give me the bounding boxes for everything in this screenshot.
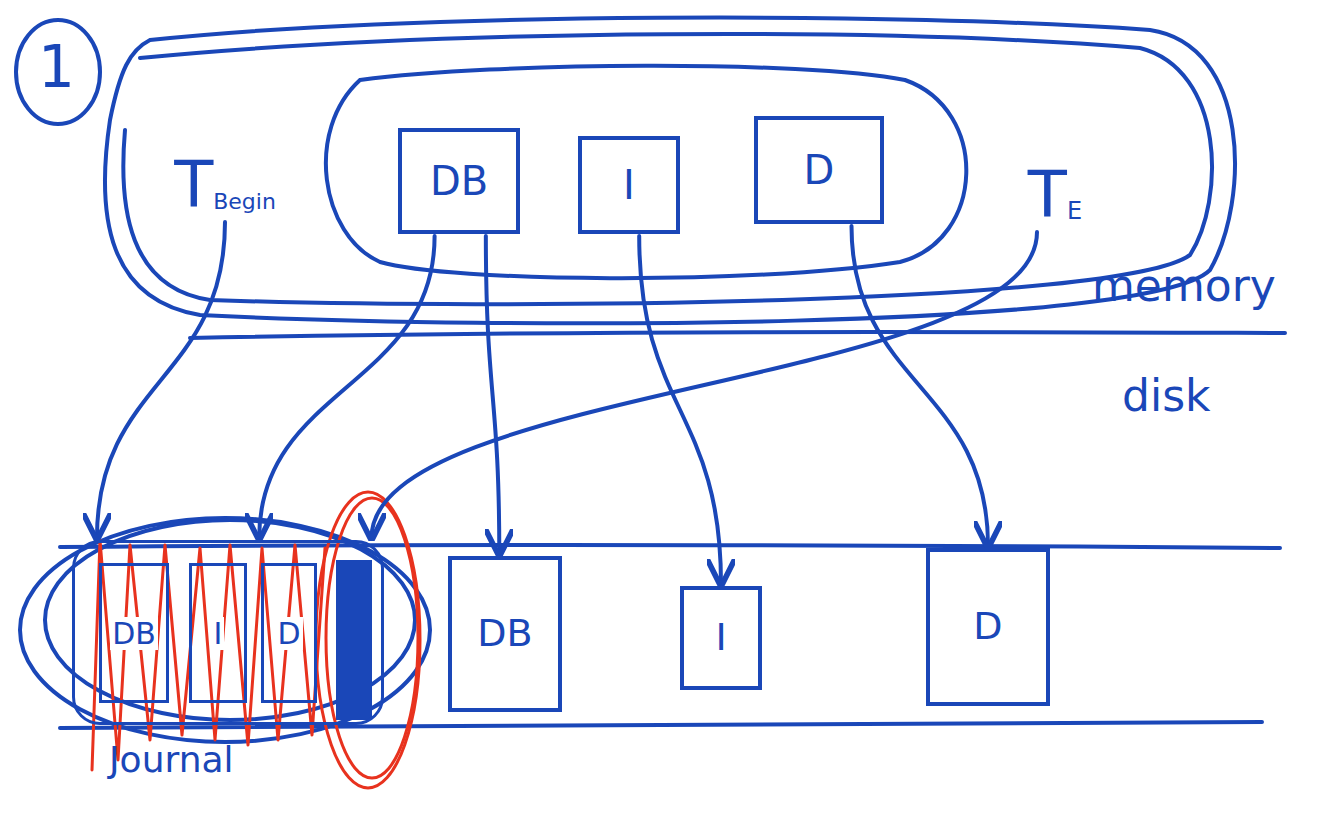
block-label: T	[174, 150, 213, 220]
transaction-end: TE	[1010, 140, 1100, 230]
write-arrow	[97, 222, 225, 538]
write-arrow	[639, 236, 721, 584]
block-label: D	[973, 606, 1002, 648]
write-arrow	[372, 232, 1037, 538]
write-arrow	[486, 236, 499, 554]
region-label: disk	[1122, 372, 1211, 420]
block-label: DB	[477, 613, 532, 655]
transaction-loop	[105, 18, 1235, 324]
region-label: memory	[1092, 262, 1276, 310]
callout-number: 1	[38, 36, 75, 100]
scribble	[92, 540, 325, 770]
journal-block: D	[261, 563, 317, 703]
block-label: D	[804, 148, 835, 192]
block-label: DB	[110, 617, 158, 650]
callout-circle	[16, 20, 100, 124]
subscript: Begin	[213, 190, 276, 214]
disk-block: I	[680, 586, 762, 690]
write-arrow	[259, 236, 434, 538]
journal-loop	[20, 518, 430, 742]
block-label: T	[1028, 160, 1067, 230]
disk-block: D	[926, 548, 1050, 706]
block-label: D	[275, 617, 302, 650]
transaction-begin: TBegin	[150, 120, 300, 220]
journal-region: JournalDBID	[72, 540, 384, 725]
journal-block: I	[189, 563, 247, 703]
highlight-ellipse	[316, 492, 420, 788]
subscript: E	[1067, 198, 1082, 224]
commit-block	[336, 560, 372, 720]
journal-block: DB	[99, 563, 169, 703]
disk-band-line	[60, 545, 1280, 548]
disk-block: DB	[448, 556, 562, 712]
memory-block: DB	[398, 128, 520, 234]
block-label: I	[623, 163, 635, 207]
memory-block: I	[578, 136, 680, 234]
region-heading: Journal	[109, 740, 234, 780]
block-label: I	[212, 617, 225, 650]
transaction-loop	[123, 34, 1212, 304]
write-arrow	[852, 226, 989, 546]
block-group-loop	[326, 66, 966, 278]
block-label: DB	[430, 159, 488, 203]
memory-block: D	[754, 116, 884, 224]
memory-disk-divider	[190, 332, 1285, 338]
block-label: I	[715, 617, 726, 659]
